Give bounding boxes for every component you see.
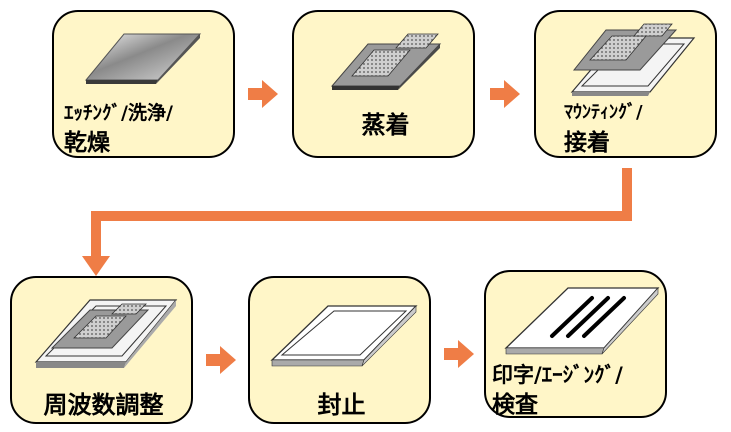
step-box-mounting: ﾏｳﾝﾃｨﾝｸﾞ/ 接着 [534,10,717,158]
blank-wafer-icon [84,33,202,84]
mounted-package-icon [570,23,696,96]
step-label-etching: ｴｯﾁﾝｸﾞ/洗浄/ 乾燥 [64,98,173,158]
marked-package-icon [504,287,660,355]
step-label-line2: 乾燥 [64,130,110,156]
step-box-deposition: 蒸着 [292,10,475,158]
adjusted-package-icon [34,299,178,368]
arrow-step2-to-step3 [490,80,520,108]
step-label-line1: 蒸着 [361,111,410,139]
electroded-wafer-icon [330,33,442,90]
step-label-line1: ｴｯﾁﾝｸﾞ/洗浄/ [64,102,173,124]
step-box-etching: ｴｯﾁﾝｸﾞ/洗浄/ 乾燥 [52,10,235,158]
arrow-step4-to-step5 [206,346,236,374]
arrow-step5-to-step6 [444,340,474,368]
sealed-package-icon [270,305,418,367]
step-label-deposition: 蒸着 [294,110,477,140]
step-box-marking-inspection: 印字/ｴｰｼﾞﾝｸﾞ/ 検査 [484,270,667,418]
step-label-frequency-adjustment: 周波数調整 [12,390,195,420]
step-label-line1: ﾏｳﾝﾃｨﾝｸﾞ/ [564,102,643,123]
arrow-step3-to-step4-head [82,256,110,276]
step-label-line2: 接着 [564,130,610,156]
step-box-sealing: 封止 [248,276,431,424]
step-label-sealing: 封止 [250,390,433,420]
step-box-frequency-adjustment: 周波数調整 [10,276,193,424]
arrow-step3-to-step4 [91,168,632,258]
step-label-marking-inspection: 印字/ｴｰｼﾞﾝｸﾞ/ 検査 [492,360,623,420]
step-label-mounting: ﾏｳﾝﾃｨﾝｸﾞ/ 接着 [564,98,643,158]
step-label-line1: 封止 [317,391,366,419]
step-label-line2: 検査 [492,392,538,418]
arrow-step1-to-step2 [248,80,278,108]
step-label-line1: 周波数調整 [43,391,164,419]
step-label-line1: 印字/ｴｰｼﾞﾝｸﾞ/ [492,363,623,387]
